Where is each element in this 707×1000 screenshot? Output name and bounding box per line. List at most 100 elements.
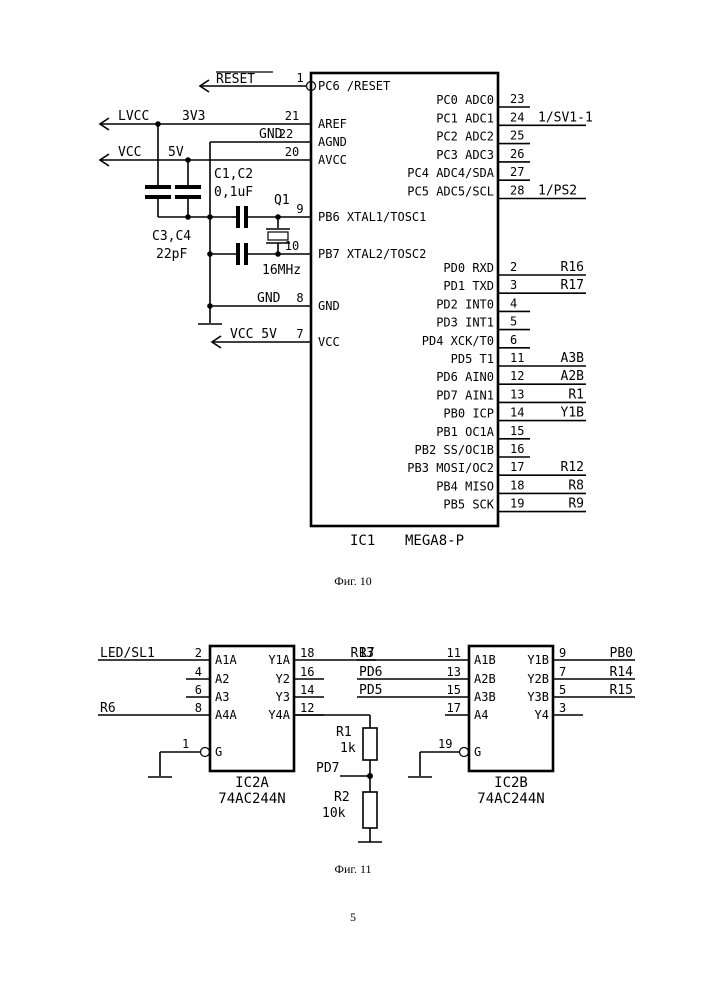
c12-label: C1,C2	[214, 167, 253, 182]
ic2a-pin-number: 14	[300, 683, 314, 697]
ic1-pin-number: 16	[510, 442, 524, 456]
ic1-pin-number: 1	[296, 71, 303, 85]
ic1-net-label: 1/PS2	[538, 184, 577, 199]
ic2a-pin-name: A1A	[215, 653, 237, 667]
ic1-pin-number: 23	[510, 92, 524, 106]
ic1-pin-name: PC2 ADC2	[436, 130, 494, 144]
ic1-pin-name: PB7 XTAL2/TOSC2	[318, 247, 426, 261]
ic2a-pin-number: 4	[195, 665, 202, 679]
r2-value: 10k	[322, 806, 346, 821]
ic1-pin-number: 5	[510, 315, 517, 329]
ic1-pin-name: PB6 XTAL1/TOSC1	[318, 210, 426, 224]
ic2b-net-label: PB0	[610, 646, 633, 661]
ic2b-pin-number: 3	[559, 701, 566, 715]
ic2b-pin-number: 11	[447, 646, 461, 660]
page-number: 5	[350, 910, 356, 924]
ic1-pin-number: 8	[296, 291, 303, 305]
ic2a-pin-number: 18	[300, 646, 314, 660]
figure-10-caption: Фиг. 10	[334, 574, 371, 588]
vcc-net-label: VCC	[118, 145, 141, 160]
ic1-pin-number: 12	[510, 369, 524, 383]
ic1-net-label: 1/SV1-1	[538, 110, 593, 125]
ic1-net-label: R12	[561, 460, 584, 475]
ic1-pin-name: PD5 T1	[451, 352, 494, 366]
ic1-label: IC1	[350, 533, 375, 549]
ic2b-pin-number: 13	[447, 665, 461, 679]
ic1-pin-number: 20	[285, 145, 299, 159]
ic2b-pin-number: 17	[447, 701, 461, 715]
junction-dot	[185, 157, 191, 163]
c3-capacitor-icon	[244, 206, 248, 228]
ic1-pin-name: PD7 AIN1	[436, 388, 494, 402]
ic1-pin-number: 11	[510, 351, 524, 365]
ic1-pin-number: 7	[296, 327, 303, 341]
ic2b-pin-name: A3B	[474, 690, 496, 704]
ic1-left-pins: PC6 /RESET1AREF21AGND22AVCC20PB6 XTAL1/T…	[279, 71, 427, 349]
ic2b-g-pin-name: G	[474, 745, 481, 759]
ic1-pin-number: 3	[510, 278, 517, 292]
ic1-pin-name: AVCC	[318, 153, 347, 167]
r2-label: R2	[334, 790, 350, 805]
gnd-pin8-label: GND	[257, 291, 281, 306]
ic2b-pin-number: 9	[559, 646, 566, 660]
junction-dot	[155, 121, 161, 127]
c2-capacitor-icon	[175, 195, 201, 199]
ic2b-pin-name: Y4	[535, 708, 549, 722]
ic1-pin-number: 15	[510, 424, 524, 438]
lvcc-net-label: LVCC	[118, 109, 149, 124]
resistor-icon	[363, 728, 377, 760]
ic1-pin-number: 19	[510, 497, 524, 511]
ic1-net-label: Y1B	[561, 406, 585, 421]
ic2b-net-label: PD6	[359, 665, 382, 680]
ic2a-pin-number: 8	[195, 701, 202, 715]
ic1-pin-name: PB5 SCK	[443, 498, 494, 512]
ic1-pin-number: 2	[510, 260, 517, 274]
ic1-pin-number: 21	[285, 109, 299, 123]
ic1-net-label: R16	[561, 260, 584, 275]
ic2b-pin-name: A1B	[474, 653, 496, 667]
ic1-pin-name: AGND	[318, 135, 347, 149]
ic1-pin-number: 17	[510, 460, 524, 474]
junction-dot	[185, 214, 191, 220]
ic1-pin-name: PC6 /RESET	[318, 79, 390, 93]
r1-value: 1k	[340, 741, 356, 756]
ic1-net-label: A2B	[561, 369, 585, 384]
ic2a-g-pin-name: G	[215, 745, 222, 759]
ic2a-label: IC2A	[235, 775, 269, 791]
ic1-part: MEGA8-P	[405, 533, 464, 549]
ic2b-pin-name: A2B	[474, 672, 496, 686]
c3-capacitor-icon	[236, 206, 240, 228]
ic2a-pin-name: Y1A	[268, 653, 290, 667]
ic1-right-pins: PC0 ADC023PC1 ADC1241/SV1-1PC2 ADC225PC3…	[407, 92, 593, 512]
ic1-pin-number: 14	[510, 406, 524, 420]
ic1-pin-name: PC0 ADC0	[436, 93, 494, 107]
ic1-pin-name: PD2 INT0	[436, 297, 494, 311]
ic2b-part: 74AC244N	[477, 791, 544, 807]
c2-capacitor-icon	[175, 185, 201, 189]
ic2b-net-label: R15	[610, 683, 633, 698]
c1-capacitor-icon	[145, 185, 171, 189]
ic1-pin-number: 4	[510, 296, 517, 310]
vcc-value-label: 5V	[168, 145, 184, 160]
ic2a-pin-name: Y4A	[268, 708, 290, 722]
ic1-pin-name: PB1 OC1A	[436, 425, 495, 439]
ic2b-pin-number: 15	[447, 683, 461, 697]
c4-capacitor-icon	[236, 243, 240, 265]
ic2a-pin-number: 6	[195, 683, 202, 697]
ic2b-pin-name: A4	[474, 708, 488, 722]
c4-capacitor-icon	[244, 243, 248, 265]
q1-label: Q1	[274, 193, 290, 208]
ic2b-pin-name: Y2B	[527, 672, 549, 686]
ic2a-pins: 2A1ALED/SL118Y1AR134A216Y26A314Y38A4AR61…	[98, 646, 376, 722]
ic1-pin-number: 10	[285, 239, 299, 253]
ic1-pin-number: 24	[510, 110, 524, 124]
c34-value: 22pF	[156, 247, 187, 262]
ic1-net-label: R8	[568, 478, 584, 493]
lvcc-value-label: 3V3	[182, 109, 205, 124]
vcc5-net-label: VCC 5V	[230, 327, 277, 342]
figure-11: 2A1ALED/SL118Y1AR134A216Y26A314Y38A4AR61…	[98, 646, 635, 876]
ic2b-net-label: R14	[610, 665, 634, 680]
ic2a-pin-name: A4A	[215, 708, 237, 722]
ic1-pin-number: 9	[296, 202, 303, 216]
